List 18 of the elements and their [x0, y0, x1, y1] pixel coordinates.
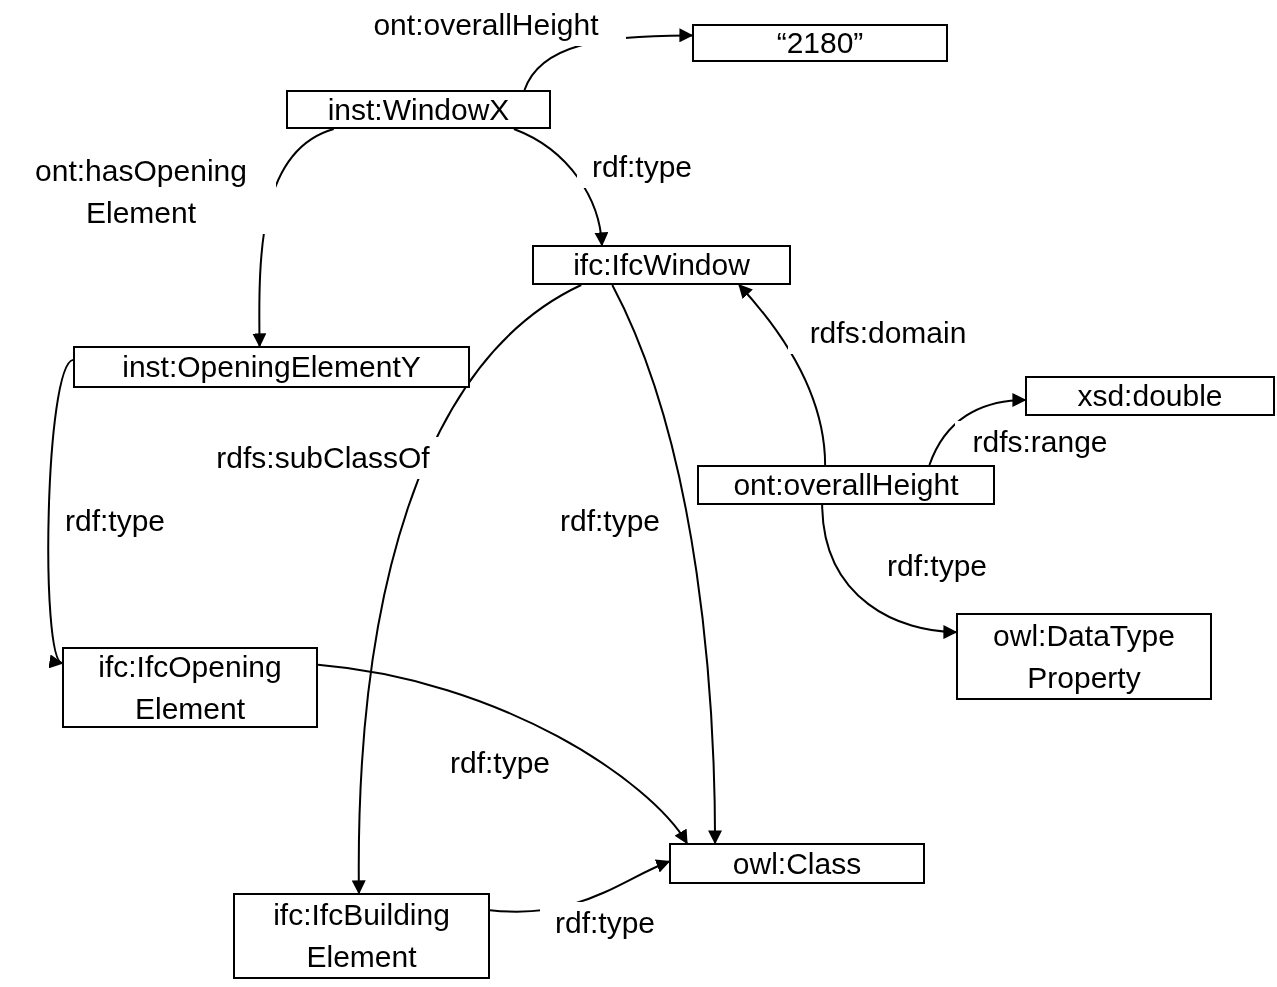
arrow [317, 663, 688, 845]
arrow [47, 358, 74, 665]
arrow [928, 393, 1027, 466]
arrow [611, 284, 722, 845]
arrow [512, 128, 608, 247]
arrow [821, 504, 958, 639]
node-box: ont:overallHeight [697, 465, 995, 505]
arrow [738, 283, 827, 466]
node-box: inst:WindowX [286, 90, 551, 129]
node-box: owl:Class [669, 843, 925, 884]
node-box: owl:DataType Property [956, 613, 1212, 700]
node-box: inst:OpeningElementY [73, 346, 470, 388]
node-box: “2180” [692, 24, 948, 62]
node-box: ifc:IfcOpening Element [62, 647, 318, 728]
node-box: ifc:IfcWindow [532, 245, 791, 285]
arrow [352, 284, 583, 895]
node-box: ifc:IfcBuilding Element [233, 893, 490, 979]
node-box: xsd:double [1025, 376, 1275, 416]
